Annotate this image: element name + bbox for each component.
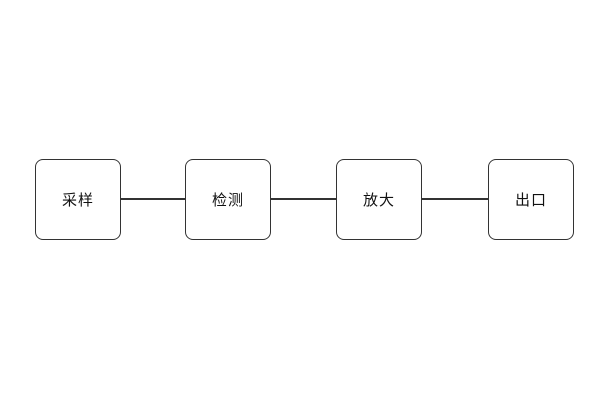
connector-2-3 bbox=[271, 198, 337, 200]
node-output-label: 出口 bbox=[514, 191, 547, 209]
connector-3-4 bbox=[422, 198, 488, 200]
node-output: 出口 bbox=[488, 159, 574, 240]
node-sampling: 采样 bbox=[35, 159, 121, 240]
node-amplify: 放大 bbox=[336, 159, 422, 240]
connector-1-2 bbox=[121, 198, 185, 200]
node-detection: 检测 bbox=[185, 159, 271, 240]
node-amplify-label: 放大 bbox=[362, 191, 395, 209]
node-sampling-label: 采样 bbox=[61, 191, 94, 209]
node-detection-label: 检测 bbox=[211, 191, 244, 209]
